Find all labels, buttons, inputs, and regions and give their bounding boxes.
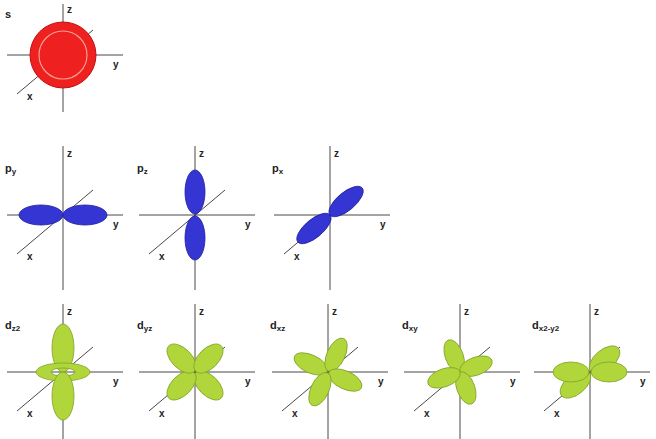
axis-label: y (113, 376, 119, 387)
orbital-label: s (5, 9, 11, 20)
panel-back (274, 146, 390, 290)
orbital-lobe (591, 362, 627, 382)
axis-label: z (199, 148, 204, 159)
axis-label: x (292, 408, 298, 419)
axis-line (139, 215, 255, 216)
panel-back (534, 304, 650, 439)
orbital-lobe (52, 372, 74, 420)
panel (30, 22, 96, 88)
panel (553, 341, 627, 404)
orbital-lobe (553, 362, 589, 382)
axis-label: z (332, 306, 337, 317)
orbital-label: dxy (402, 320, 418, 331)
orbital-lobe (185, 216, 205, 260)
orbital-lobe (19, 205, 63, 225)
orbital-label: dxz (270, 320, 285, 331)
orbital-lobe (63, 205, 107, 225)
axis-label: y (113, 59, 119, 70)
panel-back (7, 304, 123, 439)
panel (292, 181, 368, 249)
panel (291, 335, 366, 410)
panel (185, 170, 205, 260)
axis-label: y (378, 376, 384, 387)
panel-back (404, 304, 520, 439)
orbital-lobe (425, 364, 463, 393)
axis-label: x (27, 251, 33, 262)
axis-label: y (113, 219, 119, 230)
axis-label: x (554, 408, 560, 419)
axis-label: z (67, 306, 72, 317)
axis-label: z (334, 148, 339, 159)
axis-line (63, 146, 64, 290)
orbital-lobe (292, 208, 336, 249)
s-orbital (30, 22, 96, 88)
orbital-label: dyz (137, 320, 152, 331)
axis-label: y (380, 219, 386, 230)
panel-back (272, 304, 388, 439)
orbital-label: dx2-y2 (532, 320, 559, 331)
axis-label: z (464, 306, 469, 317)
panel-back (139, 304, 255, 439)
axis-label: y (245, 219, 251, 230)
orbital-label: dz2 (5, 320, 20, 331)
orbital-label: pz (137, 163, 148, 174)
axis-label: y (640, 376, 646, 387)
axis-label: z (67, 148, 72, 159)
panel (19, 205, 107, 225)
panel (162, 339, 228, 405)
panel (36, 324, 90, 420)
axis-label: x (424, 408, 430, 419)
panel-back (139, 146, 255, 290)
axis-label: y (245, 376, 251, 387)
panel-back (7, 146, 123, 290)
axis-label: z (199, 306, 204, 317)
panel (425, 337, 495, 407)
orbital-lobe (304, 369, 336, 409)
orbital-label: px (272, 163, 283, 174)
axis-label: z (67, 4, 72, 15)
axis-label: x (294, 251, 300, 262)
orbital-label: py (5, 163, 16, 174)
axis-label: x (27, 408, 33, 419)
axis-label: x (159, 408, 165, 419)
axis-label: x (27, 91, 33, 102)
axis-label: y (510, 376, 516, 387)
axis-label: z (594, 306, 599, 317)
orbital-lobe (185, 170, 205, 214)
s-orbital-ring (39, 31, 87, 79)
panel-back (7, 4, 123, 112)
orbital-lobe (189, 339, 229, 379)
orbital-lobe (162, 339, 202, 379)
axis-label: x (159, 251, 165, 262)
